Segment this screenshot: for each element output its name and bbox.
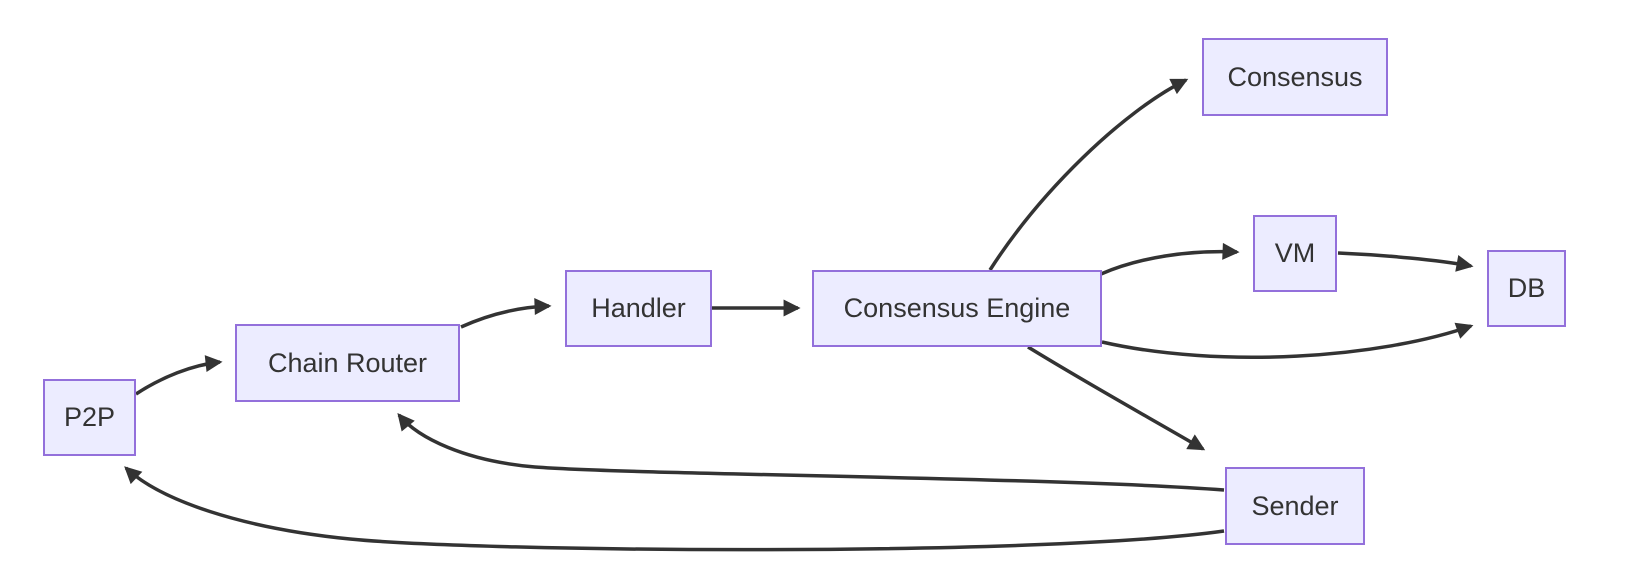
- node-chain-router: Chain Router: [235, 324, 460, 402]
- edge-consensus-engine-to-vm: [1100, 242, 1240, 276]
- node-sender: Sender: [1225, 467, 1365, 545]
- node-p2p-label: P2P: [63, 402, 116, 432]
- node-db-label: DB: [1507, 273, 1546, 303]
- node-vm-label: VM: [1274, 238, 1316, 268]
- edge-consensus-engine-to-consensus: [988, 78, 1189, 271]
- node-consensus: Consensus: [1202, 38, 1388, 116]
- node-consensus-engine-label: Consensus Engine: [843, 293, 1071, 323]
- edge-consensus-engine-to-db: [1101, 322, 1474, 359]
- node-sender-label: Sender: [1251, 490, 1339, 521]
- edge-sender-to-p2p: [124, 466, 1225, 552]
- node-consensus-label: Consensus: [1227, 61, 1363, 92]
- node-p2p: P2P: [43, 379, 136, 456]
- node-vm: VM: [1253, 215, 1337, 292]
- edge-sender-to-chain-router: [397, 413, 1225, 492]
- node-db: DB: [1487, 250, 1566, 327]
- node-handler: Handler: [565, 270, 712, 347]
- node-handler-label: Handler: [591, 293, 686, 323]
- node-chain-router-label: Chain Router: [267, 347, 428, 378]
- node-consensus-engine: Consensus Engine: [812, 270, 1102, 347]
- edge-chain-router-to-handler: [460, 298, 552, 329]
- edge-p2p-to-chain-router: [135, 355, 223, 396]
- edge-consensus-engine-to-sender: [1027, 345, 1206, 451]
- edge-vm-to-db: [1337, 251, 1474, 272]
